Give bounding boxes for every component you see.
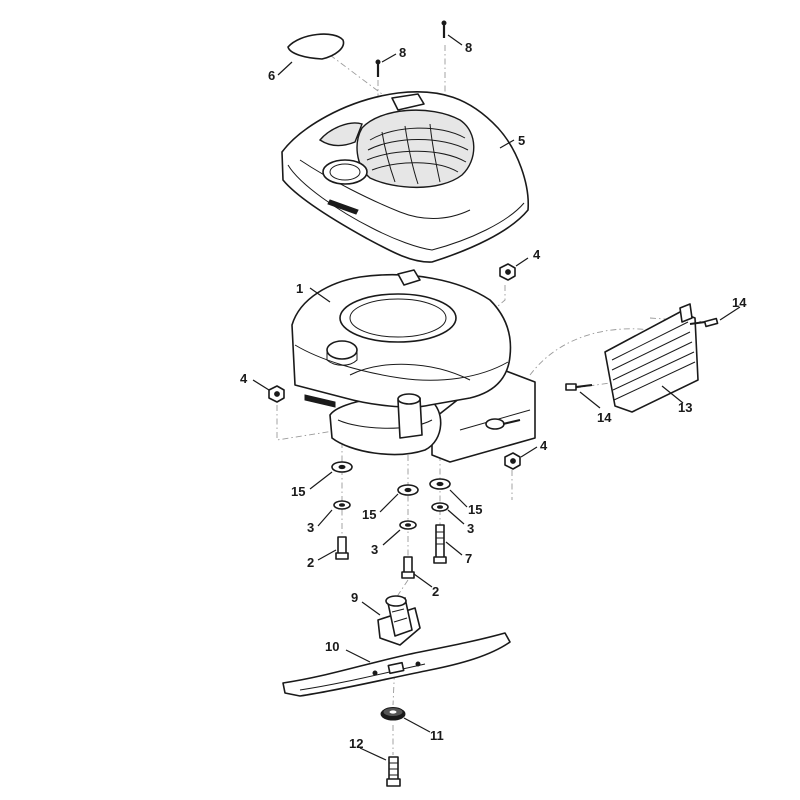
callout-4-top: 4 — [533, 247, 541, 262]
part-15-washer-left — [331, 461, 353, 473]
part-11-star-washer — [380, 707, 406, 721]
part-8-screw-a — [375, 59, 381, 77]
part-7-long-bolt — [433, 524, 447, 564]
part-9-blade-adapter — [377, 595, 421, 646]
callout-14-top: 14 — [732, 295, 747, 310]
part-3-washer-right — [431, 502, 449, 512]
part-4-nut-top — [499, 263, 516, 281]
callout-5: 5 — [518, 133, 525, 148]
callout-7: 7 — [465, 551, 472, 566]
callout-8-left: 8 — [399, 45, 406, 60]
callout-9: 9 — [351, 590, 358, 605]
part-3-washer-left — [333, 500, 351, 510]
part-15-washer-right — [429, 478, 451, 490]
part-1-engine-housing — [291, 269, 536, 463]
callout-6: 6 — [268, 68, 275, 83]
callout-3-left: 3 — [307, 520, 314, 535]
callout-2-center: 2 — [432, 584, 439, 599]
callout-14-bottom: 14 — [597, 410, 612, 425]
part-4-nut-right — [504, 452, 521, 470]
callout-13: 13 — [678, 400, 692, 415]
part-8-screw-b — [441, 20, 447, 38]
callout-labels: 1 4 4 4 5 6 8 8 14 14 13 15 15 15 3 3 3 … — [240, 40, 747, 751]
part-14-bolt-a — [689, 317, 719, 328]
callout-15-right: 15 — [468, 502, 482, 517]
part-3-washer-center — [399, 520, 417, 530]
part-14-bolt-b — [565, 383, 593, 391]
callout-1: 1 — [296, 281, 303, 296]
part-10-blade — [282, 632, 511, 697]
callout-11: 11 — [430, 728, 444, 743]
callout-15-left: 15 — [291, 484, 305, 499]
callout-2-left: 2 — [307, 555, 314, 570]
callout-4-left: 4 — [240, 371, 248, 386]
leader-lines — [252, 34, 741, 761]
part-13-muffler — [604, 303, 699, 413]
callout-8-right: 8 — [465, 40, 472, 55]
part-2-bolt-left — [335, 536, 349, 560]
part-12-blade-bolt — [386, 756, 401, 787]
callout-3-center: 3 — [371, 542, 378, 557]
part-5-engine-cover — [281, 90, 529, 263]
part-2-bolt-center — [401, 556, 415, 579]
callout-4-right: 4 — [540, 438, 548, 453]
callout-3-right: 3 — [467, 521, 474, 536]
part-15-washer-center — [397, 484, 419, 496]
part-6-cap — [287, 33, 345, 60]
callout-12: 12 — [349, 736, 363, 751]
callout-10: 10 — [325, 639, 339, 654]
callout-15-center: 15 — [362, 507, 376, 522]
part-4-nut-left — [268, 385, 285, 403]
